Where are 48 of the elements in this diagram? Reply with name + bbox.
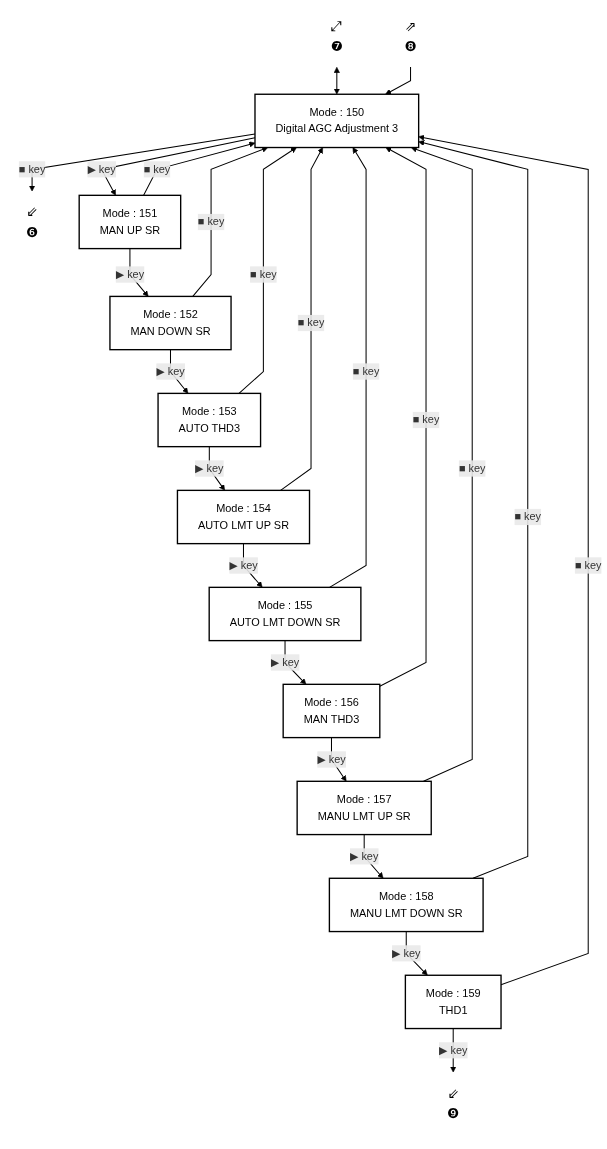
node-box: Mode : 154 AUTO LMT UP SR (176, 489, 311, 545)
node-box: Mode : 157 MANU LMT UP SR (296, 780, 432, 836)
edge-label: ■ key (352, 365, 380, 377)
node-text: ❾ (447, 1105, 460, 1121)
arrow (333, 66, 340, 95)
edge-label: ■ key (197, 215, 225, 228)
arrow (379, 147, 427, 687)
edge-label: ▶ key (195, 462, 224, 474)
node-box: Mode : 152 MAN DOWN SR (109, 295, 232, 351)
node-box: Mode : 158 MANU LMT DOWN SR (328, 877, 484, 933)
node-label: ⇙ (26, 204, 38, 220)
arrow (418, 134, 589, 986)
arrow (192, 146, 268, 297)
edge-label: ■ key (297, 316, 325, 329)
node-box: Mode : 159 THD1 (404, 974, 502, 1030)
arrow (410, 146, 473, 782)
node-box: Mode : 150 Digital AGC Adjustment 3 (254, 93, 420, 149)
node-box: Mode : 156 MAN THD3 (282, 683, 381, 739)
edge-label: ■ key (143, 163, 171, 175)
arrow (280, 147, 323, 491)
edge-label: ▶ key (115, 268, 145, 281)
node-box: Mode : 151 MAN UP SR (78, 194, 182, 250)
edge-label: ■ key (18, 163, 46, 175)
arrow (238, 147, 297, 394)
edge-label: ■ key (458, 462, 486, 474)
edge-label: ■ key (514, 510, 542, 523)
node-box: Mode : 155 AUTO LMT DOWN SR (208, 586, 362, 642)
edge-label: ▶ key (270, 656, 300, 668)
node-text: ❻ (25, 224, 39, 240)
node-label: ⇗ (404, 18, 417, 34)
node-label: ⇙ (447, 1085, 459, 1101)
edge-label: ▶ key (392, 947, 421, 959)
node-text: ❼ (330, 38, 343, 54)
arrow (418, 140, 529, 879)
edge-label: ▶ key (438, 1044, 468, 1056)
edge-label: ▶ key (349, 850, 379, 862)
edge-label: ▶ key (87, 163, 116, 175)
node-box: Mode : 153 AUTO THD3 (157, 392, 262, 448)
node-label: ⤢ (331, 18, 343, 34)
node-text: ❽ (404, 38, 417, 54)
edge-label: ■ key (412, 413, 440, 426)
arrow (385, 66, 412, 95)
edge-label: ■ key (574, 559, 602, 571)
edge-label: ■ key (250, 268, 277, 281)
edge-label: ▶ key (317, 753, 346, 765)
edge-label: ▶ key (156, 365, 185, 377)
arrow (329, 147, 367, 588)
edge-label: ▶ key (229, 559, 258, 571)
